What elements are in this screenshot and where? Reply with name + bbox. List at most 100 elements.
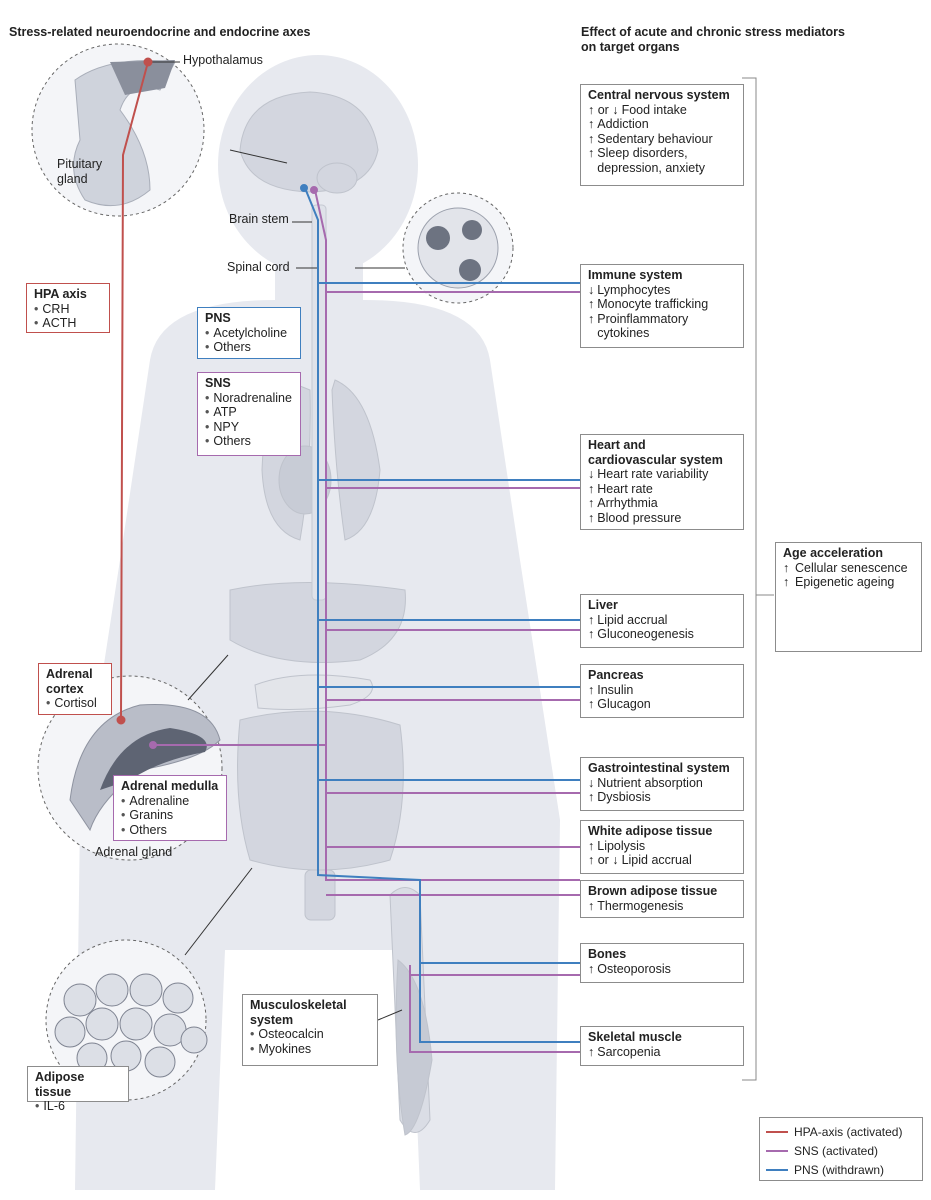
organ-box: Skeletal muscle↑Sarcopenia — [580, 1026, 744, 1066]
effect-text: Arrhythmia — [597, 496, 658, 510]
adipose-tissue-box: Adipose tissue IL-6 — [27, 1066, 129, 1113]
organ-box: Immune system↓Lymphocytes↑Monocyte traff… — [580, 264, 744, 348]
right-lung — [331, 379, 381, 541]
adrenal-cortex-box: Adrenal cortex Cortisol — [38, 663, 112, 715]
right-header: Effect of acute and chronic stress media… — [581, 25, 845, 54]
legend-swatch — [766, 1168, 788, 1171]
effect-row: ↑Cellular senescence — [783, 561, 915, 576]
effect-row: ↑Glucagon — [588, 697, 737, 712]
sns-title: SNS — [205, 376, 231, 390]
effect-row: ↑Sleep disorders, depression, anxiety — [588, 146, 737, 175]
organ-box: Liver↑Lipid accrual↑Gluconeogenesis — [580, 594, 744, 648]
effect-row: ↑Lipolysis — [588, 839, 737, 854]
effect-row: ↑Monocyte trafficking — [588, 297, 737, 312]
hpa-item: ACTH — [34, 316, 103, 331]
effect-text: Nutrient absorption — [597, 775, 703, 790]
adrenal-cortex-item: Cortisol — [46, 696, 105, 711]
effect-arrow: ↑ — [588, 961, 595, 976]
musculoskeletal-title: Musculoskeletal system — [250, 998, 347, 1027]
effect-text: Addiction — [597, 117, 649, 131]
adipose-title: Adipose tissue — [35, 1070, 85, 1099]
effect-text: Lymphocytes — [597, 282, 671, 297]
effect-row: ↑Thermogenesis — [588, 899, 737, 914]
spleen-node — [426, 226, 450, 250]
effect-text: Gluconeogenesis — [597, 627, 694, 641]
hypothalamus-drawing — [110, 60, 175, 95]
organ-box: Central nervous system↑ or ↓Food intake↑… — [580, 84, 744, 186]
pns-box: PNS Acetylcholine Others — [197, 307, 301, 359]
organ-title: Skeletal muscle — [588, 1030, 682, 1044]
sns-item: ATP — [205, 405, 294, 420]
effect-text: Monocyte trafficking — [597, 297, 709, 311]
callout-details — [54, 60, 499, 1078]
legend-swatch — [766, 1149, 788, 1152]
hpa-axis-line — [116, 57, 153, 725]
organ-title: Central nervous system — [588, 88, 730, 102]
sns-box: SNS Noradrenaline ATP NPY Others — [197, 372, 301, 456]
effect-row: ↑Insulin — [588, 683, 737, 698]
effect-arrow: ↓ — [588, 282, 595, 297]
effect-row: ↑Heart rate — [588, 482, 737, 497]
organ-title: Heart and cardiovascular system — [588, 438, 723, 467]
effect-text: Sarcopenia — [597, 1044, 661, 1059]
effect-arrow: ↑ — [588, 481, 595, 496]
effect-text: Glucagon — [597, 697, 651, 711]
effect-arrow: ↑ — [588, 117, 595, 131]
adrenal-medulla-item: Granins — [121, 808, 220, 823]
organ-box: Brown adipose tissue↑Thermogenesis — [580, 880, 744, 918]
effect-text: Lipolysis — [597, 838, 646, 853]
effect-row: ↑Blood pressure — [588, 511, 737, 526]
effect-arrow: ↑ — [588, 1044, 595, 1059]
effect-row: ↑ or ↓Food intake — [588, 103, 737, 118]
organ-title: Brown adipose tissue — [588, 884, 718, 898]
effect-arrow: ↓ — [588, 467, 595, 481]
musculoskeletal-box: Musculoskeletal system Osteocalcin Myoki… — [242, 994, 378, 1066]
effect-row: ↑Epigenetic ageing — [783, 575, 915, 590]
hypothalamus-label: Hypothalamus — [183, 53, 263, 67]
hpa-axis-title: HPA axis — [34, 287, 87, 301]
adrenal-medulla-item: Others — [121, 823, 220, 838]
effect-row: ↑Osteoporosis — [588, 962, 737, 977]
effect-row: ↑Gluconeogenesis — [588, 627, 737, 642]
effect-row: ↑ or ↓Lipid accrual — [588, 853, 737, 868]
age-acceleration-box: Age acceleration ↑Cellular senescence ↑E… — [775, 542, 922, 652]
effect-text: Lipid accrual — [621, 853, 692, 867]
pns-item: Others — [205, 340, 294, 355]
organ-title: Pancreas — [588, 668, 644, 682]
hpa-axis-box: HPA axis CRH ACTH — [26, 283, 110, 333]
intestines — [237, 710, 404, 871]
effect-text: Thermogenesis — [597, 898, 684, 913]
organ-box: Pancreas↑Insulin↑Glucagon — [580, 664, 744, 718]
spleen-node — [462, 220, 482, 240]
organ-box: Heart and cardiovascular system↓Heart ra… — [580, 434, 744, 530]
organ-box: Gastrointestinal system↓Nutrient absorpt… — [580, 757, 744, 811]
pituitary-label: Pituitary gland — [57, 157, 103, 186]
effect-text: Sleep disorders, depression, anxiety — [597, 146, 705, 175]
organ-box: White adipose tissue↑Lipolysis↑ or ↓Lipi… — [580, 820, 744, 874]
sns-item: Others — [205, 434, 294, 449]
effect-arrow: ↑ — [588, 627, 595, 641]
legend-label: PNS (withdrawn) — [794, 1162, 885, 1177]
effect-text: Osteoporosis — [597, 961, 671, 976]
organ-box: Bones↑Osteoporosis — [580, 943, 744, 983]
effect-row: ↑Dysbiosis — [588, 790, 737, 805]
effect-row: ↓Heart rate variability — [588, 467, 737, 482]
effect-text: Sedentary behaviour — [597, 131, 713, 146]
adrenal-gland-label: Adrenal gland — [95, 845, 173, 859]
adipose-item: IL-6 — [35, 1099, 122, 1114]
legend-item: PNS (withdrawn) — [766, 1160, 916, 1179]
legend-item: HPA-axis (activated) — [766, 1122, 916, 1141]
pointer-lines — [150, 61, 405, 1021]
effect-arrow: ↑ — [588, 131, 595, 146]
adrenal-cortex-title: Adrenal cortex — [46, 667, 93, 696]
spleen-drawing — [417, 207, 499, 289]
legend: HPA-axis (activated) SNS (activated) PNS… — [759, 1117, 923, 1181]
effect-text: Food intake — [621, 102, 687, 117]
effect-text: Proinflammatory cytokines — [597, 311, 689, 341]
effect-arrow: ↑ or ↓ — [588, 102, 619, 117]
age-acceleration-title: Age acceleration — [783, 546, 884, 560]
effect-arrow: ↑ — [588, 697, 595, 711]
effect-arrow: ↓ — [588, 775, 595, 790]
effect-row: ↓Lymphocytes — [588, 283, 737, 298]
effect-row: ↑Arrhythmia — [588, 496, 737, 511]
